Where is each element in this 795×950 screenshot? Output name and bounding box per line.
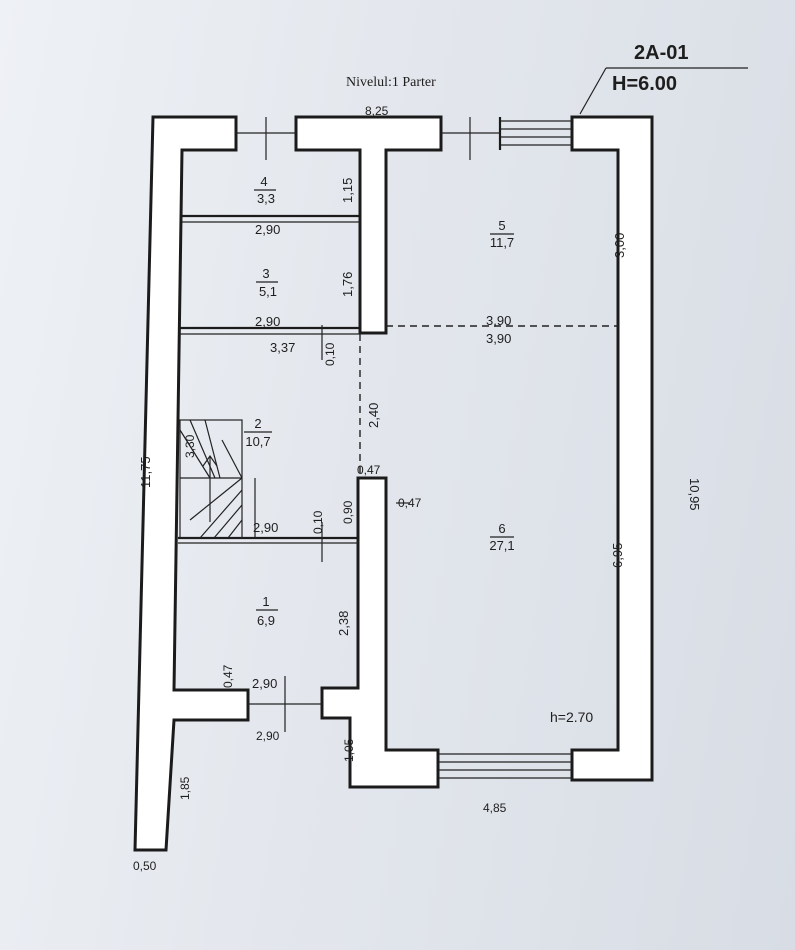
room-1-label: 1 6,9 — [256, 594, 278, 628]
dim-room2-width: 2,90 — [253, 520, 278, 535]
dim-room1-height: 2,38 — [336, 611, 351, 636]
dim-opening-047-c: 0,47 — [221, 664, 235, 688]
dim-room4-height: 1,15 — [340, 178, 355, 203]
dim-top-width: 8,25 — [365, 104, 389, 118]
dim-left-height: 11,75 — [138, 456, 153, 488]
top-left-opening — [236, 117, 296, 160]
svg-text:6,9: 6,9 — [257, 613, 275, 628]
dim-corridor-width: 3,37 — [270, 340, 295, 355]
lower-center-wall — [320, 476, 440, 789]
left-wall — [133, 115, 250, 852]
dim-opening-047-a: 0,47 — [357, 463, 381, 477]
dim-wall-010-b: 0,10 — [311, 510, 325, 534]
svg-text:5,1: 5,1 — [259, 284, 277, 299]
top-center-wall — [294, 115, 443, 335]
dim-entry-width: 2,90 — [256, 729, 280, 743]
svg-text:5: 5 — [498, 218, 505, 233]
ceiling-height: h=2.70 — [550, 709, 593, 725]
dim-wall-010-a: 0,10 — [323, 342, 337, 366]
dim-step-height: 1,05 — [342, 738, 356, 762]
dim-stair-height: 3,30 — [183, 434, 197, 458]
dimension-labels: 8,25 11,75 10,95 4,85 0,50 2,90 1,15 2,9… — [133, 104, 702, 873]
dim-left-wing-height: 1,85 — [178, 776, 192, 800]
room-labels: 4 3,3 3 5,1 2 10,7 1 6,9 5 11,7 6 27,1 — [244, 174, 515, 628]
dim-room1-width: 2,90 — [252, 676, 277, 691]
stamp-leader — [579, 67, 607, 115]
dim-room3-width: 2,90 — [255, 314, 280, 329]
dim-hall-height: 2,40 — [366, 403, 381, 428]
bottom-window — [436, 750, 572, 787]
staircase — [179, 419, 256, 539]
room-2-label: 2 10,7 — [244, 416, 272, 449]
stamp-block: 2A-01 H=6.00 — [579, 42, 748, 115]
room-5-label: 5 11,7 — [490, 218, 514, 250]
right-wall — [570, 115, 654, 782]
room-4-label: 4 3,3 — [254, 174, 276, 206]
room-6-label: 6 27,1 — [489, 521, 514, 553]
interior-partitions — [178, 214, 618, 562]
svg-text:3: 3 — [262, 266, 269, 281]
dim-bottom-width: 4,85 — [483, 801, 507, 815]
svg-text:2: 2 — [254, 416, 261, 431]
exterior-walls — [133, 115, 654, 852]
level-title: Nivelul:1 Parter — [346, 75, 436, 90]
svg-text:6: 6 — [498, 521, 505, 536]
dim-room5-height: 3,00 — [612, 233, 627, 258]
svg-text:4: 4 — [260, 174, 267, 189]
svg-text:10,7: 10,7 — [245, 434, 270, 449]
svg-text:3,3: 3,3 — [257, 191, 275, 206]
dim-opening-047-b: 0,47 — [398, 496, 422, 510]
entry-door — [248, 676, 322, 732]
dim-room3-height: 1,76 — [340, 272, 355, 297]
dim-bottom-left: 0,50 — [133, 859, 157, 873]
dim-right-height: 10,95 — [687, 478, 702, 511]
stamp-height: H=6.00 — [612, 73, 677, 95]
svg-text:1: 1 — [262, 594, 269, 609]
dim-room6-height: 6,95 — [610, 543, 625, 568]
room-3-label: 3 5,1 — [256, 266, 278, 299]
dim-room5-width-bottom: 3,90 — [486, 331, 511, 346]
stamp-code: 2A-01 — [634, 42, 688, 64]
dim-room5-width-top: 3,90 — [486, 313, 511, 328]
svg-text:11,7: 11,7 — [490, 235, 514, 250]
dim-room4-width: 2,90 — [255, 222, 280, 237]
dim-opening-090: 0,90 — [341, 500, 355, 524]
top-window — [441, 117, 572, 160]
svg-text:27,1: 27,1 — [489, 538, 514, 553]
